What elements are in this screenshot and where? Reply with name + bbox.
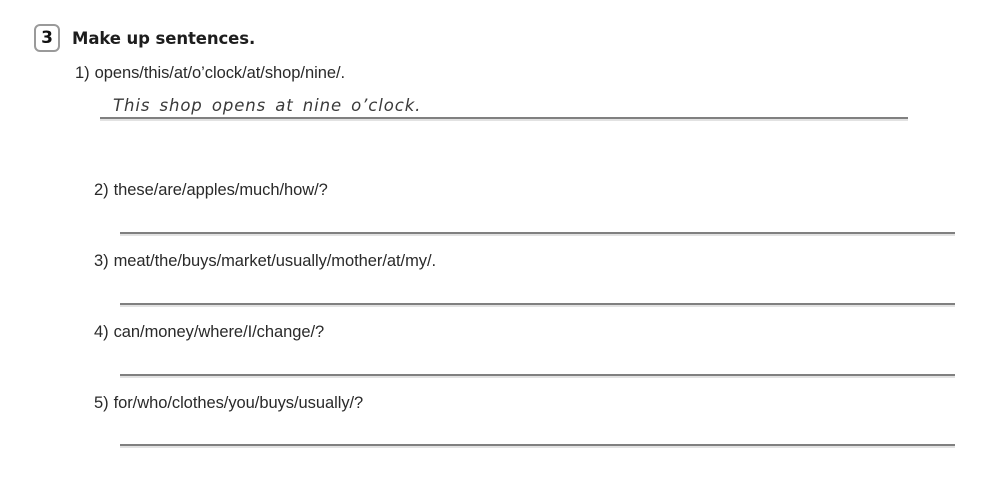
question-item-5: 5)for/who/clothes/you/buys/usually/?: [94, 394, 363, 413]
answer-line-3[interactable]: [120, 303, 955, 305]
answer-line-2[interactable]: [120, 232, 955, 234]
question-item-2: 2)these/are/apples/much/how/?: [94, 181, 328, 200]
answer-line-4[interactable]: [120, 374, 955, 376]
item-marker-4: 4): [94, 323, 109, 341]
item-marker-5: 5): [94, 394, 109, 412]
question-item-4: 4)can/money/where/I/change/?: [94, 323, 324, 342]
item-text-3: meat/the/buys/market/usually/mother/at/m…: [113, 252, 437, 270]
exercise-title: Make up sentences.: [72, 28, 256, 48]
item-text-4: can/money/where/I/change/?: [113, 323, 325, 341]
exercise-number: 3: [41, 27, 53, 48]
item-text-5: for/who/clothes/you/buys/usually/?: [113, 394, 364, 412]
item-marker-2: 2): [94, 181, 109, 199]
question-item-3: 3)meat/the/buys/market/usually/mother/at…: [94, 252, 436, 271]
item-marker-3: 3): [94, 252, 109, 270]
exercise-number-box: 3: [34, 24, 60, 52]
question-item-1: 1)opens/this/at/o’clock/at/shop/nine/.: [75, 64, 345, 83]
item-text-1: opens/this/at/o’clock/at/shop/nine/.: [94, 64, 346, 82]
exercise-header: 3 Make up sentences.: [34, 24, 255, 52]
item-marker-1: 1): [75, 64, 90, 82]
item-text-2: these/are/apples/much/how/?: [113, 181, 328, 199]
answer-text-1[interactable]: This shop opens at nine o’clock.: [113, 96, 422, 115]
answer-line-5[interactable]: [120, 444, 955, 446]
answer-line-1[interactable]: [100, 117, 908, 119]
